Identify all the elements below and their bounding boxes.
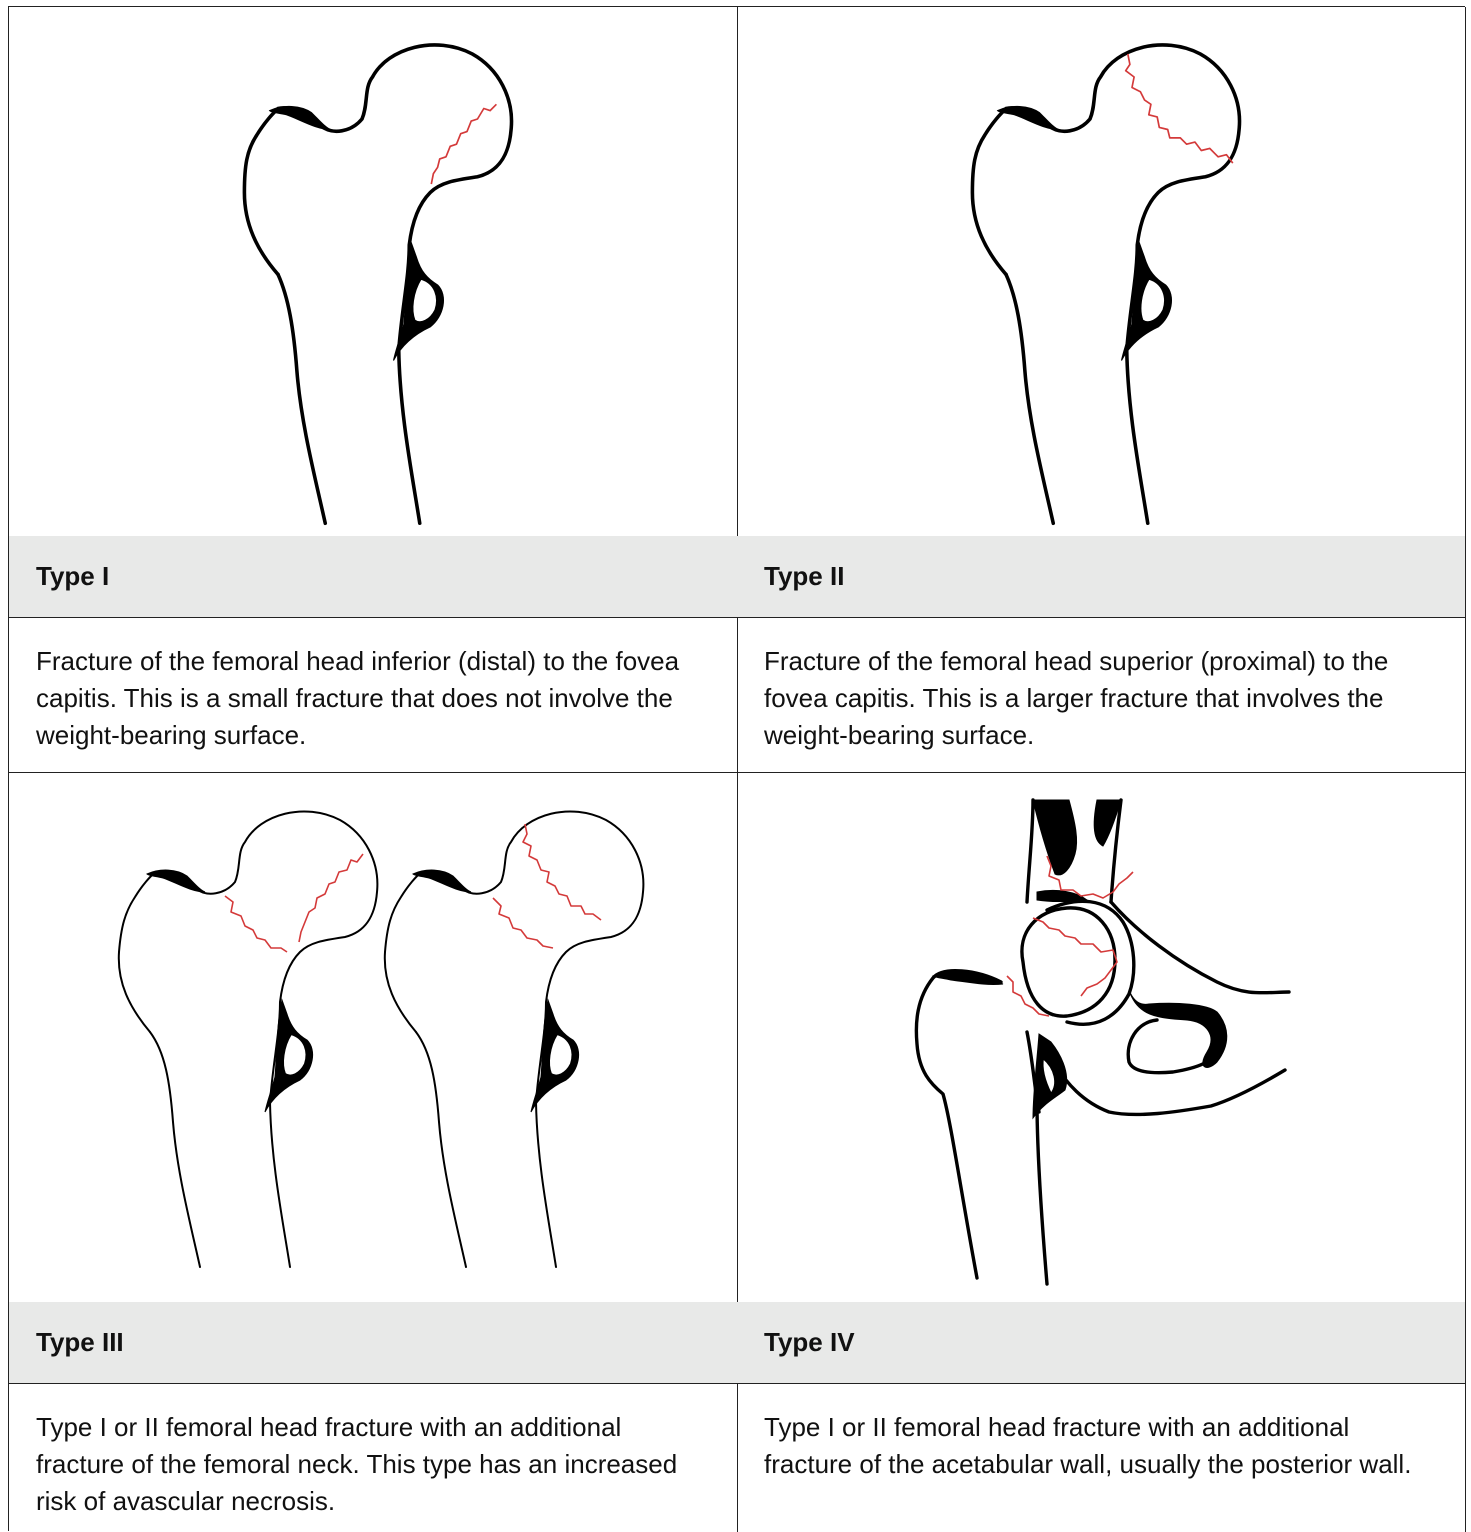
type2-femur-drawing [737,7,1466,537]
type1-description-cell: Fracture of the femoral head inferior (d… [9,617,738,773]
type3-description: Type I or II femoral head fracture with … [36,1409,707,1520]
type4-description: Type I or II femoral head fracture with … [764,1409,1435,1483]
type3-header: Type III [9,1302,738,1384]
type2-title: Type II [737,561,844,592]
type4-header: Type IV [737,1302,1466,1384]
type2-description: Fracture of the femoral head superior (p… [764,643,1435,754]
type4-description-cell: Type I or II femoral head fracture with … [737,1383,1466,1532]
classification-table: Type I Type II Fracture of the femoral h… [8,6,1465,1531]
type3-title: Type III [9,1327,124,1358]
type2-header: Type II [737,536,1466,618]
type1-illustration [9,7,738,537]
type3-description-cell: Type I or II femoral head fracture with … [9,1383,738,1532]
type3-illustration [9,772,738,1303]
type3-femur-drawing [9,772,738,1303]
type1-title: Type I [9,561,109,592]
type4-illustration [737,772,1466,1303]
type1-femur-drawing [9,7,738,537]
type4-title: Type IV [737,1327,855,1358]
type1-description: Fracture of the femoral head inferior (d… [36,643,707,754]
type2-illustration [737,7,1466,537]
type4-hip-joint-drawing [737,772,1466,1303]
type2-description-cell: Fracture of the femoral head superior (p… [737,617,1466,773]
type1-header: Type I [9,536,738,618]
